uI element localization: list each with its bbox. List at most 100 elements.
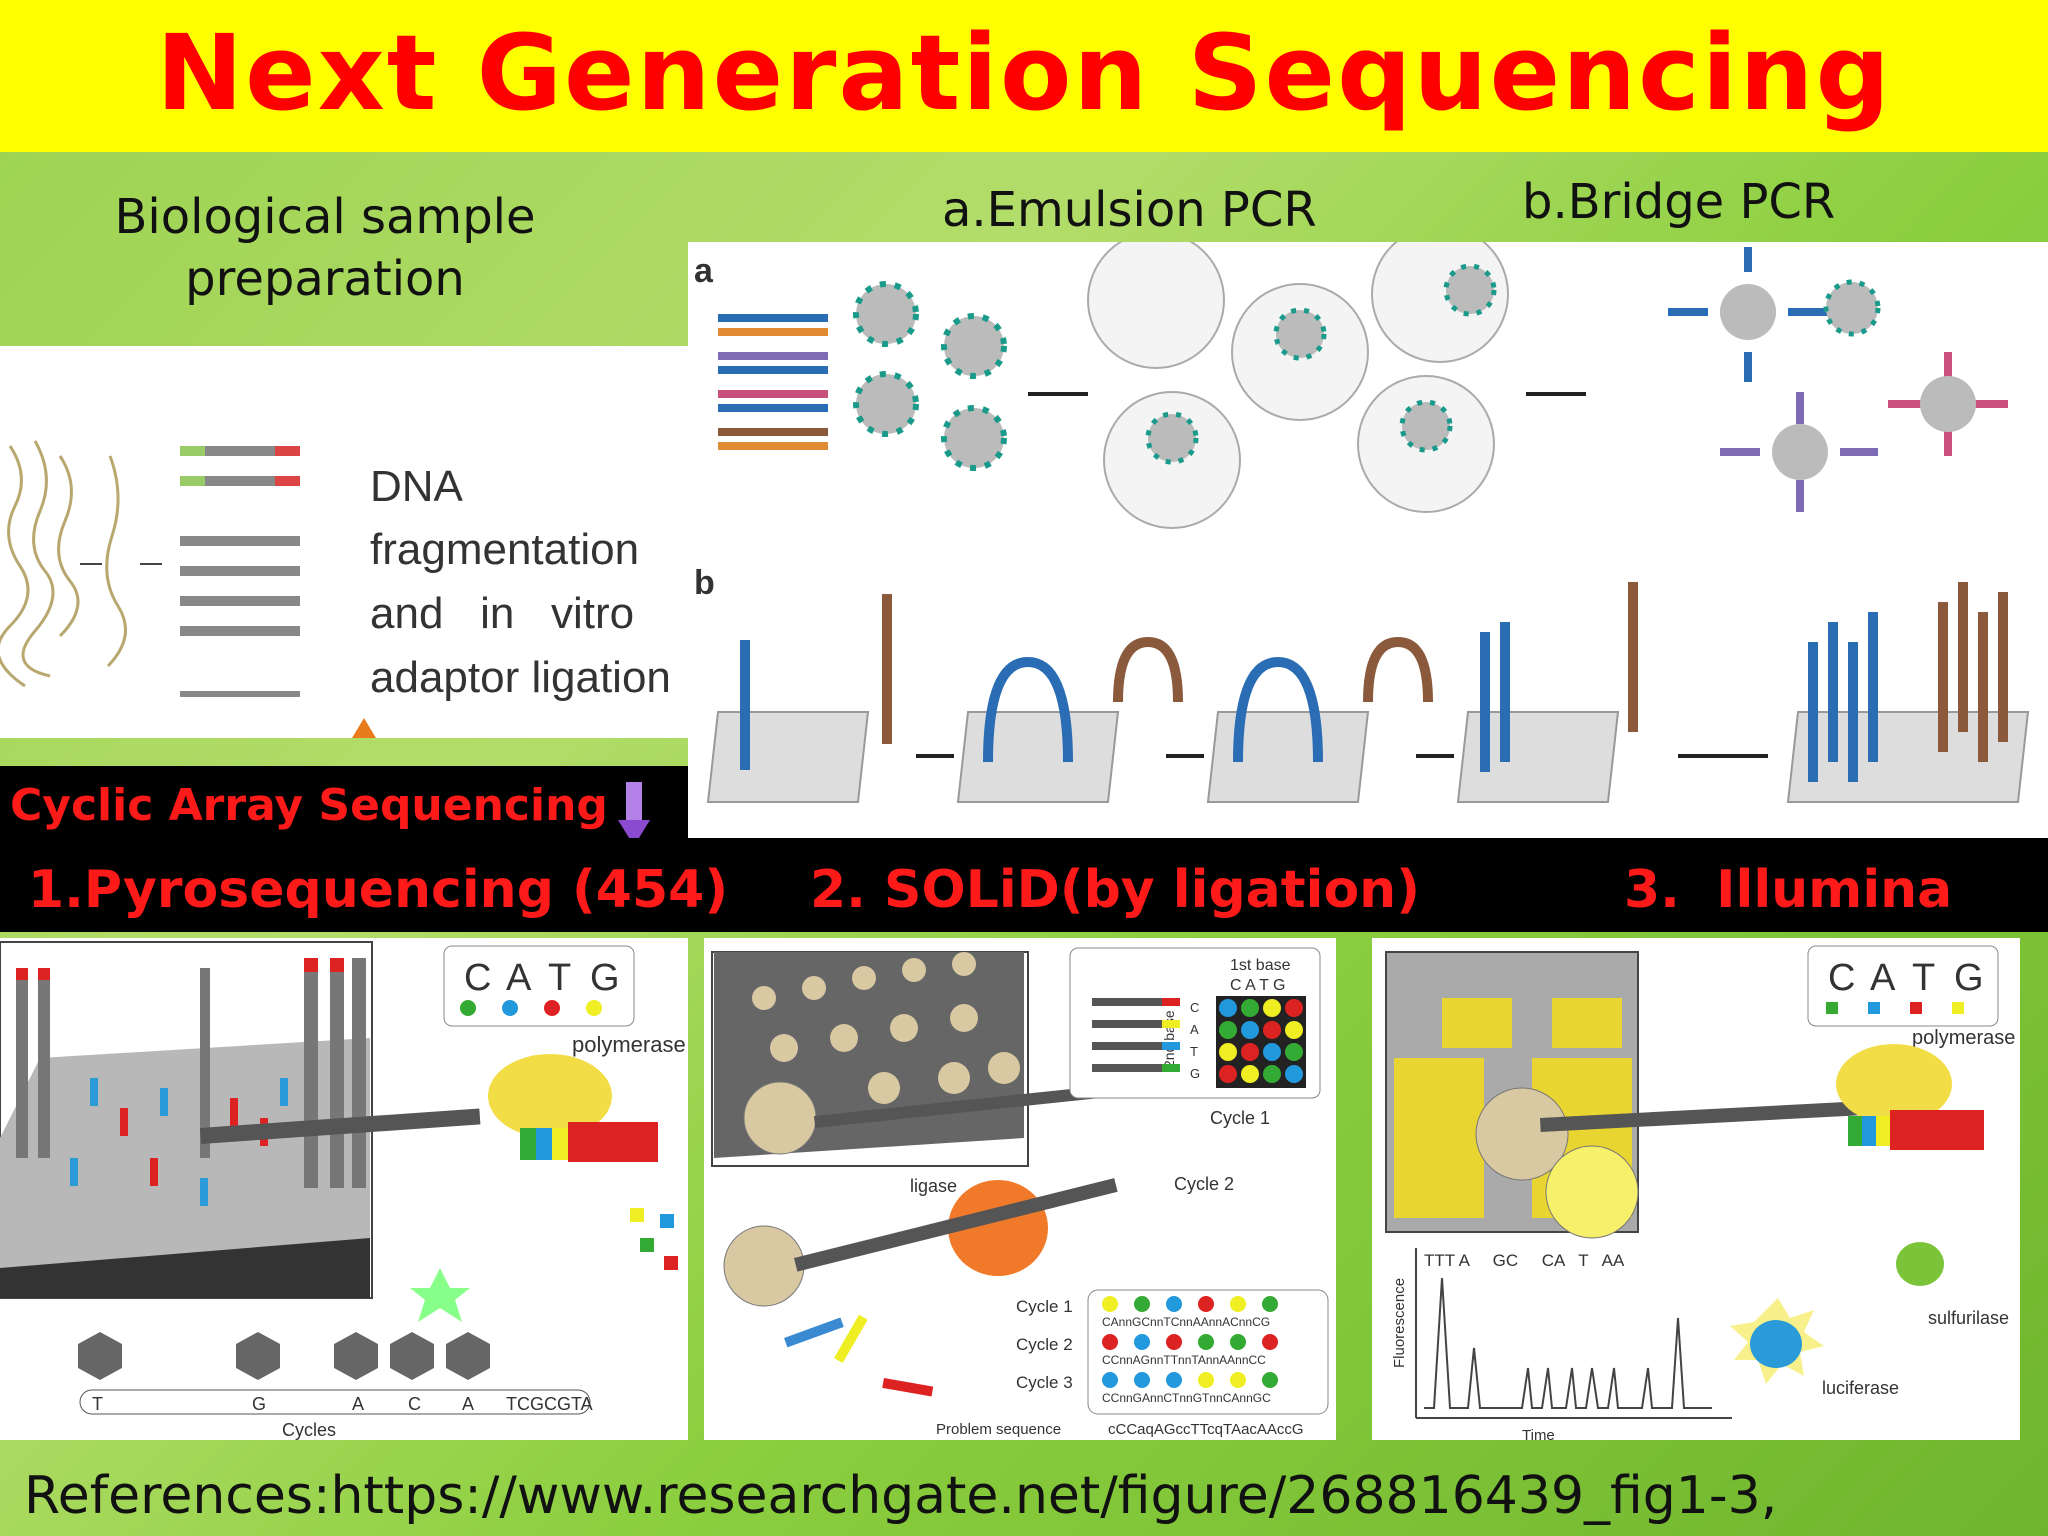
slide-title: Next Generation Sequencing [156,12,1892,134]
polymerase-blob [1836,1044,1952,1124]
bead [743,1081,817,1155]
method-solid: 2. SOLiD(by ligation) [810,860,1420,920]
cycle2-label: Cycle 2 [1174,1174,1234,1194]
fragment-bars [180,446,300,697]
light-flash-icon [410,1268,470,1322]
cycle-letter-3: A [352,1394,364,1414]
prep-text-line-1: DNA [370,462,464,511]
problem-label: Problem sequence [936,1421,1061,1438]
fluorescence-trace [1424,1277,1712,1409]
bead-2 [723,1225,805,1307]
zoom-cluster [1545,1145,1639,1239]
color-matrix [1219,999,1303,1083]
plate-side [0,1238,370,1298]
solid-panel: 1st base C A T G 2nd base C A T G Cycle … [704,938,1336,1440]
cyclic-label-bar [0,766,688,842]
illumina-panel: C A T G polymerase TTT A GC CA T AA Fluo… [1372,938,2020,1440]
emulsion-pcr-caption: a.Emulsion PCR [942,182,1317,238]
base-g: G [590,957,620,999]
synthesized-bases [1848,1110,1984,1150]
seq-row-3: CCnnGAnnCTnnGTnnCAnnGC [1102,1391,1271,1405]
base-g: G [1954,957,1984,999]
pcr-panel: a b [688,242,2048,838]
first-base-letters: C A T G [1230,977,1285,994]
cycle-letter-6: TCGCGTA [506,1394,593,1414]
array-beads [752,952,1020,1104]
prep-text-line-2: fragmentation [370,525,639,574]
nucleotide-pieces [630,1208,678,1270]
ligase-label: ligase [910,1176,957,1196]
solid-figure: 1st base C A T G 2nd base C A T G Cycle … [711,947,1329,1438]
seq-row-1: CAnnGCnnTCnnAAnnACnnCG [1102,1315,1270,1329]
cycle-letter-4: C [408,1394,421,1414]
dna-fragmentation-panel: DNA fragmentation and in vitro adaptor l… [0,346,688,738]
pyrosequencing-panel: C A T G polymerase T G A C A TCGCGTA Cyc… [0,938,688,1440]
amplified-beads [1668,247,2008,512]
cycle-letter-2: G [252,1394,266,1414]
sulfurilase-enzyme [1896,1242,1944,1286]
prep-text-line-4: adaptor ligation [370,653,671,702]
beads [853,281,1007,471]
peak-labels: TTT A GC CA T AA [1424,1251,1625,1270]
second-base-c: C [1190,1000,1199,1015]
problem-sequence: cCCaqAGccTTcqTAacAAccG [1108,1421,1304,1438]
template-strand [1540,1101,1861,1132]
base-a: A [1870,957,1896,999]
polymerase-label: polymerase [1912,1027,2015,1049]
second-base-g: G [1190,1066,1200,1081]
cycles-axis-label: Cycles [282,1420,336,1440]
sample-prep-caption: Biological sample preparation [114,189,536,307]
template-strands [718,314,828,450]
bridge-pcr-caption: b.Bridge PCR [1522,174,1836,230]
panel-label-a: a [694,252,714,290]
cycles-bar [79,1389,591,1415]
luciferase-enzyme [1750,1320,1802,1368]
base-key: C A T G [443,945,635,1027]
cycle-hexagons [78,1332,490,1380]
pyrosequencing-figure: C A T G polymerase T G A C A TCGCGTA Cyc… [0,941,686,1440]
down-arrow-icon [618,782,650,846]
base-t: T [1912,957,1935,999]
template-strand-2 [794,1178,1118,1272]
cycle-row-1: Cycle 1 [1016,1297,1073,1316]
dna-fragmentation-figure: DNA fragmentation and in vitro adaptor l… [0,440,671,738]
method-pyrosequencing: 1.Pyrosequencing (454) [28,860,729,920]
synthesized-bases [520,1122,658,1162]
cycle-dots [1102,1296,1278,1388]
method-illumina: 3. Illumina [1624,860,1953,920]
free-probes [784,1314,934,1397]
methods-bar [0,838,2048,932]
sulfurilase-label: sulfurilase [1928,1308,2009,1328]
bead [1475,1087,1569,1181]
dna-template [200,1108,481,1144]
polymerase-label: polymerase [572,1032,686,1057]
flow-cell-slides [706,711,2030,803]
reference-text: References:https://www.researchgate.net/… [24,1466,1778,1526]
title-bar [0,0,2048,152]
color-key: 1st base C A T G 2nd base C A T G [1069,947,1321,1099]
dna-strands [0,440,127,688]
droplet-beads [1145,263,1497,465]
prep-text-line-3: and in vitro [370,589,634,638]
seq-row-2: CCnnAGnnTTnnTAnnAAnnCC [1102,1353,1266,1367]
cycle-letter-1: T [92,1394,103,1414]
bridge-strands [740,582,2008,782]
pcr-figure: a b [694,242,2030,803]
polymerase-blob [488,1054,612,1138]
illumina-figure: C A T G polymerase TTT A GC CA T AA Fluo… [1385,945,2015,1440]
luciferase-label: luciferase [1822,1378,1899,1398]
cycle-letter-5: A [462,1394,474,1414]
panel-label-b: b [694,564,715,602]
base-t: T [548,957,571,999]
cycle-row-2: Cycle 2 [1016,1335,1073,1354]
cycle-row-3: Cycle 3 [1016,1373,1073,1392]
orange-marker [352,718,376,738]
time-axis-label: Time [1522,1427,1555,1440]
base-a: A [506,957,532,999]
base-key: C A T G [1807,945,1999,1027]
second-base-label: 2nd base [1161,1010,1177,1068]
base-c: C [1828,957,1855,999]
fluorescence-axis-label: Fluorescence [1391,1278,1408,1368]
second-base-a: A [1190,1022,1199,1037]
base-c: C [464,957,491,999]
